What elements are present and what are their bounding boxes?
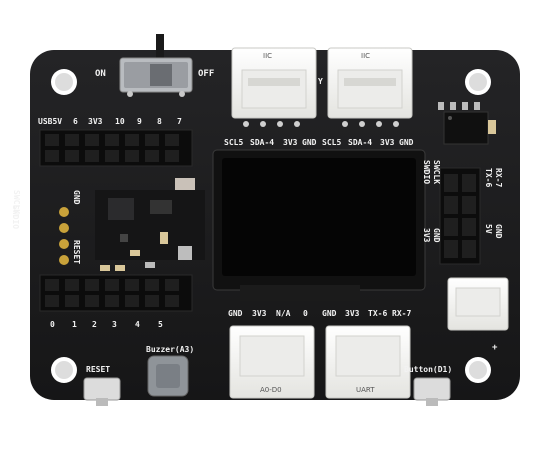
switch-off-label: OFF [198, 69, 214, 79]
switch-on-label: ON [95, 69, 106, 79]
svg-text:5V: 5V [484, 224, 493, 234]
grove-connector-bottom-left[interactable] [229, 325, 315, 399]
svg-text:0: 0 [50, 320, 55, 329]
svg-text:0: 0 [303, 309, 308, 318]
svg-text:3V3: 3V3 [283, 138, 298, 147]
smd-components [95, 178, 205, 271]
svg-text:GND: GND [228, 309, 243, 318]
buzzer [147, 355, 189, 397]
svg-text:RX-7: RX-7 [494, 168, 503, 187]
battery-connector[interactable] [447, 277, 509, 331]
svg-text:TX-6: TX-6 [368, 309, 387, 318]
svg-text:SWDIO: SWDIO [422, 160, 431, 184]
svg-text:3V3: 3V3 [252, 309, 267, 318]
svg-text:3V3: 3V3 [422, 228, 431, 243]
svg-text:SWCLK: SWCLK [432, 160, 441, 184]
swd-swdio-label: SWDIO [11, 205, 20, 229]
svg-text:6: 6 [73, 117, 78, 126]
y-mark: Y [318, 77, 323, 86]
plus-mark: + [492, 343, 498, 353]
svg-text:4: 4 [135, 320, 140, 329]
svg-text:GND: GND [302, 138, 317, 147]
grove-connector-top-right[interactable] [327, 47, 413, 119]
svg-text:3: 3 [112, 320, 117, 329]
svg-text:GND: GND [494, 224, 503, 239]
svg-text:SCL5: SCL5 [224, 138, 243, 147]
grove-connector-bottom-right[interactable] [325, 325, 411, 399]
grove-top-left-pin-labels: SCL5 SDA-4 3V3 GND [224, 138, 317, 147]
svg-text:SDA-4: SDA-4 [250, 138, 274, 147]
svg-text:3V3: 3V3 [380, 138, 395, 147]
swd-swclk-label: SWCLK [12, 190, 21, 214]
svg-text:TX-6: TX-6 [484, 168, 493, 187]
buzzer-label: Buzzer(A3) [146, 345, 194, 354]
header-top-labels: USB5V 6 3V3 10 9 8 7 [38, 117, 182, 126]
oled-display [212, 149, 426, 301]
svg-text:USB5V: USB5V [38, 117, 62, 126]
svg-text:3V3: 3V3 [345, 309, 360, 318]
grove-bottom-left-pin-labels: GND 3V3 N/A 0 [228, 309, 308, 318]
svg-text:GND: GND [322, 309, 337, 318]
swd-gnd-label: GND [72, 190, 81, 205]
reset-button[interactable] [83, 377, 121, 406]
grove-top-right-pin-labels: SCL5 SDA-4 3V3 GND [322, 138, 414, 147]
svg-text:9: 9 [137, 117, 142, 126]
pin-header-bottom[interactable] [39, 274, 193, 312]
grove-connector-top-left[interactable] [231, 47, 317, 119]
power-switch[interactable] [119, 34, 193, 97]
flash-chip [438, 102, 496, 145]
grove-top-pins [243, 121, 399, 127]
user-button-label: Button(D1) [404, 365, 452, 374]
user-button[interactable] [413, 377, 451, 406]
mounting-holes [51, 69, 491, 383]
svg-text:3V3: 3V3 [88, 117, 103, 126]
svg-text:GND: GND [432, 228, 441, 243]
svg-text:RX-7: RX-7 [392, 309, 411, 318]
right-header-labels: SWDIO SWCLK TX-6 RX-7 3V3 GND 5V GND [422, 160, 503, 243]
svg-text:8: 8 [157, 117, 162, 126]
header-bottom-labels: 0 1 2 3 4 5 [50, 320, 163, 329]
svg-text:GND: GND [399, 138, 414, 147]
svg-text:10: 10 [115, 117, 125, 126]
pin-header-top[interactable] [39, 129, 193, 167]
grove-bottom-right-label: UART [356, 386, 375, 394]
swd-reset-label: RESET [72, 240, 81, 264]
svg-text:7: 7 [177, 117, 182, 126]
swd-pads [59, 207, 69, 265]
svg-text:N/A: N/A [276, 309, 291, 318]
grove-top-right-label: IIC [361, 52, 370, 60]
svg-text:SCL5: SCL5 [322, 138, 341, 147]
grove-bottom-left-label: A0-D0 [260, 386, 282, 394]
svg-text:SDA-4: SDA-4 [348, 138, 372, 147]
reset-label: RESET [86, 365, 110, 374]
svg-text:1: 1 [72, 320, 77, 329]
svg-text:2: 2 [92, 320, 97, 329]
grove-top-left-label: IIC [263, 52, 272, 60]
svg-text:5: 5 [158, 320, 163, 329]
pin-header-right[interactable] [439, 167, 481, 265]
grove-bottom-right-pin-labels: GND 3V3 TX-6 RX-7 [322, 309, 411, 318]
